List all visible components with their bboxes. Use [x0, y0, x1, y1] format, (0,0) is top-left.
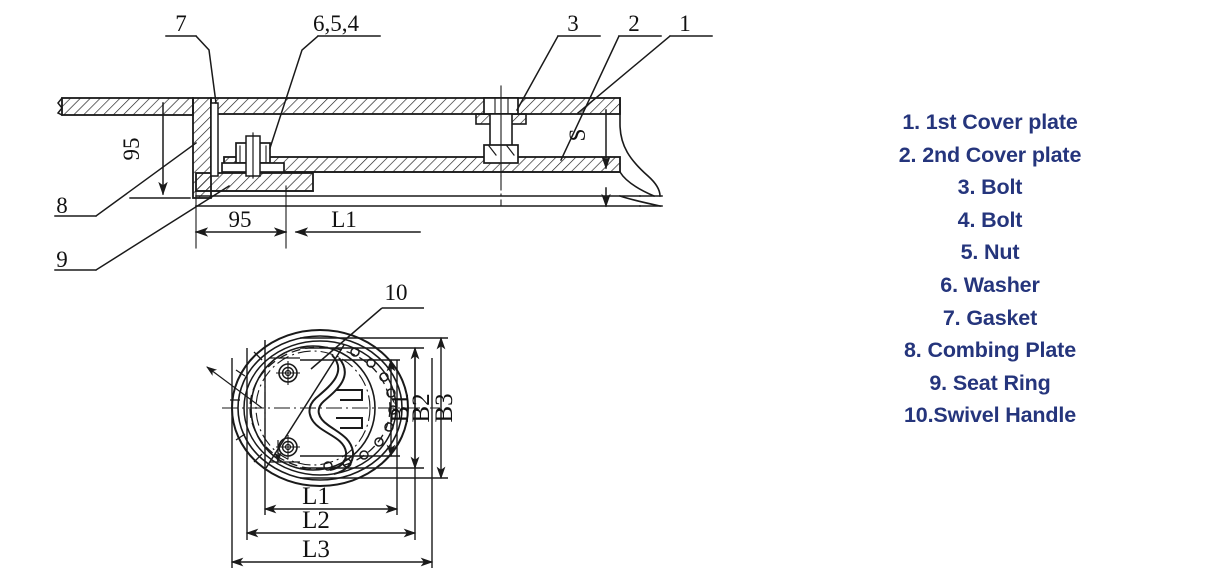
parts-legend: 1. 1st Cover plate 2. 2nd Cover plate 3.… — [840, 106, 1140, 432]
seat-ring — [195, 172, 641, 207]
legend-item-3: 3. Bolt — [957, 175, 1023, 200]
leader-9 — [54, 184, 231, 272]
legend-item-6: 6. Washer — [940, 272, 1040, 297]
deck-plate — [56, 96, 194, 117]
radius-leader — [206, 366, 263, 409]
callout-8: 8 — [56, 193, 68, 218]
plan-dimension-lines — [230, 336, 448, 568]
second-cover-plate — [223, 156, 621, 173]
legend-item-5: 5. Nut — [960, 240, 1020, 265]
section-dimensions — [129, 102, 611, 249]
center-bolt-assembly — [475, 85, 527, 177]
callout-1: 1 — [679, 11, 691, 36]
callout-9: 9 — [56, 247, 68, 272]
dim-B2: B2 — [408, 393, 435, 422]
leader-1 — [576, 34, 713, 115]
cover-bolt-detail-top — [276, 361, 300, 385]
legend-item-8: 8. Combing Plate — [903, 338, 1076, 363]
dim-height-95: 95 — [119, 138, 144, 161]
dim-L3: L3 — [302, 536, 330, 563]
plan-view-labels: 10 L1 L2 L3 B1 B2 B3 — [302, 280, 458, 563]
leader-10-lower — [265, 344, 345, 469]
legend-item-2: 2. 2nd Cover plate — [898, 142, 1082, 167]
leader-8 — [54, 141, 198, 218]
dim-S: S — [565, 129, 590, 142]
section-view-labels: 7 6,5,4 3 2 1 8 9 95 95 L1 S — [56, 11, 691, 272]
swivel-handle — [308, 354, 363, 475]
plan-view-group — [206, 307, 448, 568]
break-edge — [618, 97, 663, 207]
bolt-nut-washer-assembly — [221, 132, 285, 179]
section-elevation-group — [54, 34, 713, 272]
section-callout-leaders — [54, 34, 713, 272]
callout-10: 10 — [385, 280, 408, 305]
legend-item-1: 1. 1st Cover plate — [902, 110, 1078, 134]
dim-L2: L2 — [302, 507, 330, 534]
legend-item-9: 9. Seat Ring — [929, 370, 1051, 395]
dim-width-95: 95 — [229, 207, 252, 232]
dim-B1: B1 — [387, 393, 414, 422]
legend-item-10: 10.Swivel Handle — [903, 403, 1077, 428]
gasket — [210, 102, 219, 177]
leader-3 — [515, 34, 601, 112]
leader-7 — [165, 34, 217, 104]
dim-L1: L1 — [302, 483, 330, 510]
dim-B3: B3 — [431, 393, 458, 422]
legend-item-7: 7. Gasket — [942, 305, 1038, 330]
leader-654 — [269, 34, 381, 149]
gasket-tick-marks — [230, 351, 263, 463]
legend-item-4: 4. Bolt — [957, 207, 1023, 232]
callout-7: 7 — [175, 11, 187, 36]
internal-guides — [270, 357, 300, 464]
callout-654: 6,5,4 — [313, 11, 360, 36]
callout-3: 3 — [567, 11, 579, 36]
leader-10 — [310, 307, 424, 370]
leader-2 — [560, 35, 662, 161]
dim-L1-section: L1 — [331, 207, 357, 232]
callout-2: 2 — [628, 11, 640, 36]
first-cover-plate — [210, 97, 621, 115]
